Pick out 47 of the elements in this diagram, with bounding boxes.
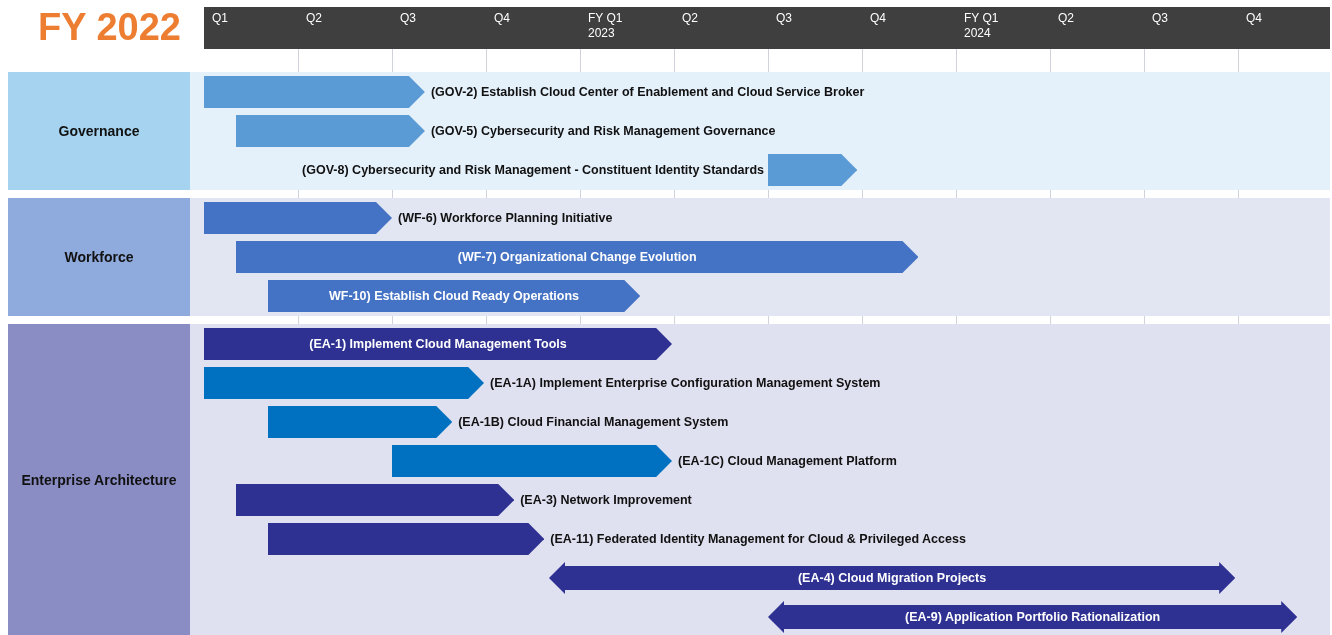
quarter-label: Q2 — [306, 11, 323, 26]
bar-label: (EA-9) Application Portfolio Rationalization — [904, 609, 1162, 626]
task-label: (GOV-2) Establish Cloud Center of Enablement and Cloud Service Broker — [430, 84, 865, 101]
lane-label: Governance — [8, 72, 190, 190]
task-label: (EA-3) Network Improvement — [520, 492, 692, 509]
swimlane — [8, 324, 1330, 635]
arrow-bar — [235, 484, 515, 516]
arrow-bar — [267, 523, 545, 555]
arrow-bar — [204, 76, 425, 108]
task-label: (EA-1A) Implement Enterprise Configuration Management System — [490, 375, 881, 392]
double-arrow-bar — [548, 562, 1236, 594]
bar-label: (EA-4) Cloud Migration Projects — [796, 570, 988, 587]
lane-label: Enterprise Architecture — [8, 324, 190, 635]
arrow-bar — [267, 406, 453, 438]
swimlane — [8, 198, 1330, 316]
arrow-bar — [392, 445, 673, 477]
task-label: (GOV-5) Cybersecurity and Risk Management Governance — [430, 123, 776, 140]
quarter-label: Q4 — [1246, 11, 1263, 26]
arrow-bar — [204, 367, 485, 399]
quarter-label: Q4 — [494, 11, 511, 26]
task-label: (WF-6) Workforce Planning Initiative — [398, 210, 613, 227]
arrow-bar — [235, 115, 425, 147]
task-label: (EA-11) Federated Identity Management for Cloud & Privileged Access — [550, 531, 966, 548]
bar-label: (EA-1) Implement Cloud Management Tools — [308, 336, 568, 353]
task-label: (EA-1C) Cloud Management Platform — [678, 453, 897, 470]
task-label: (GOV-8) Cybersecurity and Risk Management - Constituent Identity Standards — [302, 162, 764, 179]
lane-label: Workforce — [8, 198, 190, 316]
title: FY 2022 — [38, 6, 181, 49]
swimlane — [8, 72, 1330, 190]
arrow-bar — [235, 241, 919, 273]
arrow-bar — [204, 202, 392, 234]
quarter-label: Q4 — [870, 11, 887, 26]
arrow-bar — [768, 154, 858, 186]
quarter-label: Q2 — [682, 11, 699, 26]
arrow-bar — [267, 280, 641, 312]
quarter-label: Q3 — [1152, 11, 1169, 26]
arrow-bar — [204, 328, 673, 360]
bar-label: (WF-7) Organizational Change Evolution — [456, 249, 698, 266]
quarter-label: FY Q1 2023 — [588, 11, 624, 41]
task-label: (EA-1B) Cloud Financial Management System — [458, 414, 729, 431]
quarter-label: Q2 — [1058, 11, 1075, 26]
quarter-label: Q3 — [400, 11, 417, 26]
quarter-label: Q1 — [212, 11, 229, 26]
bar-label: WF-10) Establish Cloud Ready Operations — [328, 288, 581, 305]
quarter-label: Q3 — [776, 11, 793, 26]
double-arrow-bar — [768, 601, 1298, 633]
quarter-label: FY Q1 2024 — [964, 11, 1000, 41]
